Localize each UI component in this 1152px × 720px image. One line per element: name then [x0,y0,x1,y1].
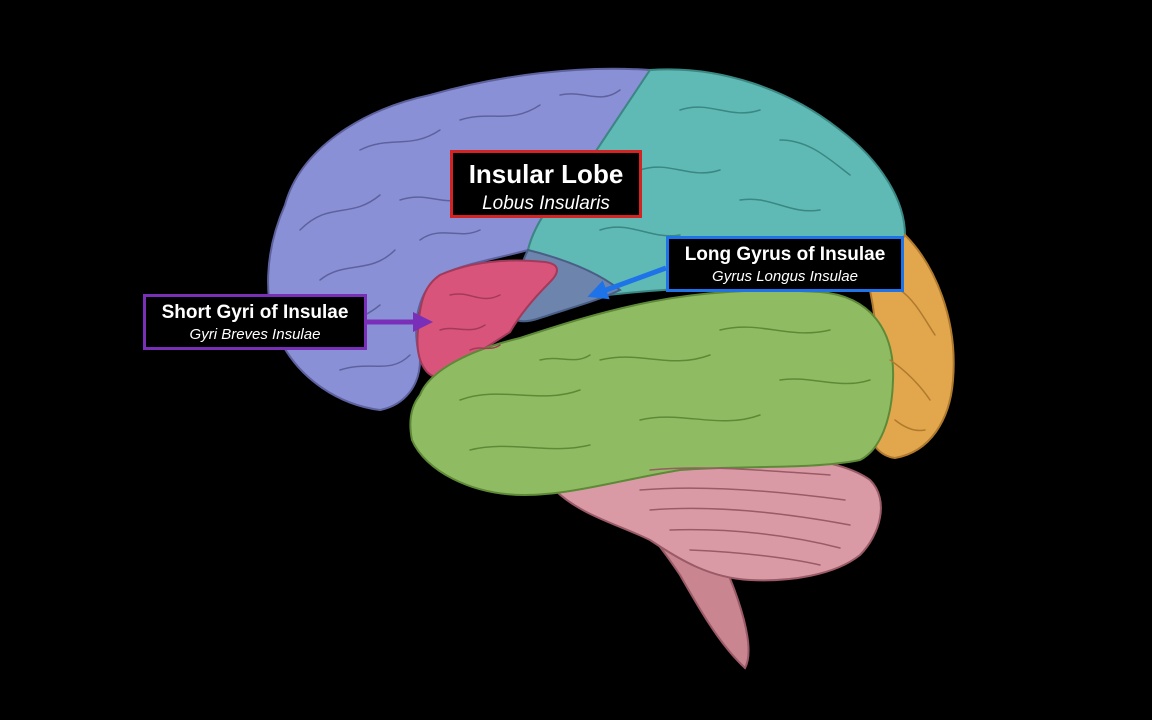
gyral-texture [299,89,936,566]
short-gyri-label: Short Gyri of Insulae Gyri Breves Insula… [143,294,367,350]
short-gyri-title: Short Gyri of Insulae [161,302,349,323]
temporal-lobe [409,289,895,497]
long-gyrus-arrow [587,265,667,300]
short-gyri-latin: Gyri Breves Insulae [189,326,321,343]
long-gyrus-latin: Gyrus Longus Insulae [712,268,858,285]
insular-lobe-title: Insular Lobe [468,159,624,189]
insular-lobe-label: Insular Lobe Lobus Insularis [450,150,642,218]
long-gyrus-label: Long Gyrus of Insulae Gyrus Longus Insul… [666,236,904,292]
insular-lobe-latin: Lobus Insularis [482,193,610,214]
long-gyrus-title: Long Gyrus of Insulae [684,244,886,265]
